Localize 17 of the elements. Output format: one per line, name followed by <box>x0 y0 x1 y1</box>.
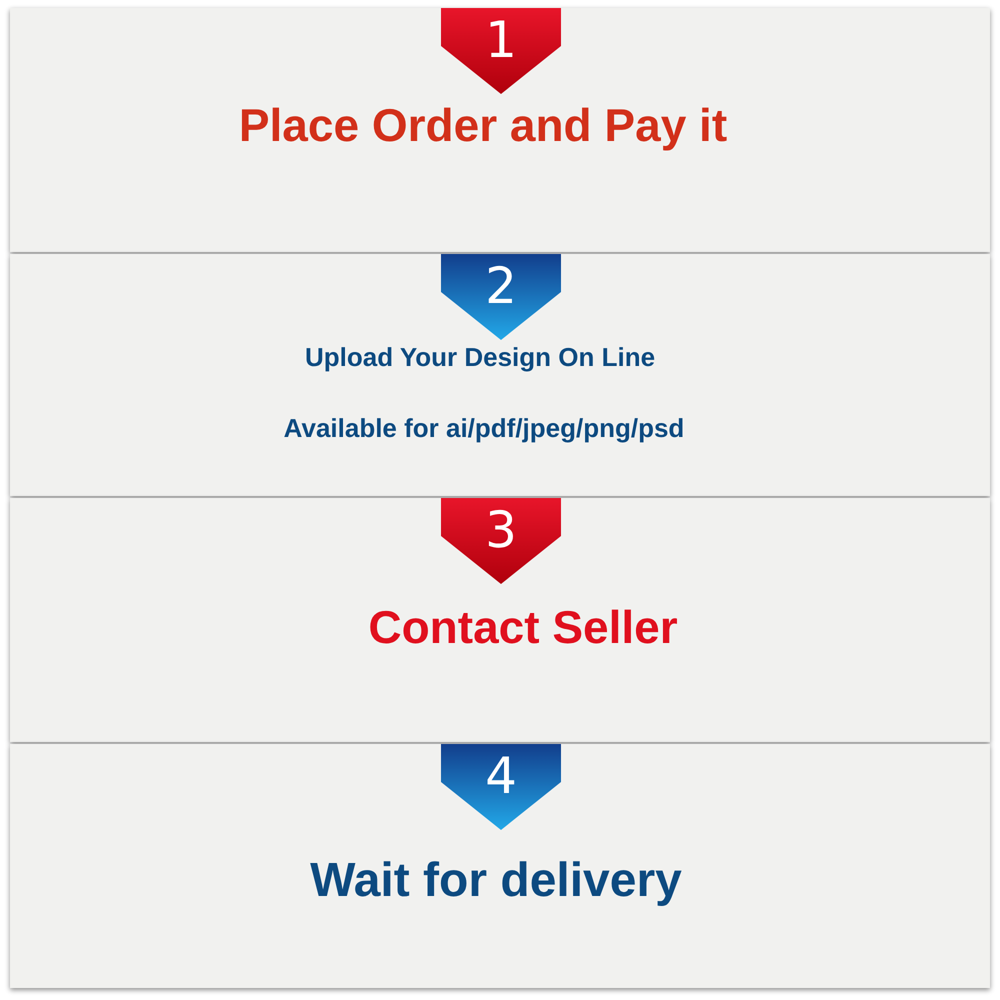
step-badge <box>441 254 561 340</box>
step-badge <box>441 744 561 830</box>
step-number: 2 <box>484 258 518 314</box>
step-panel <box>10 254 990 496</box>
step-title: Place Order and Pay it <box>238 98 728 152</box>
step-badge <box>441 498 561 584</box>
step-number: 1 <box>484 12 518 68</box>
step-title: Contact Seller <box>368 600 678 654</box>
step-title: Upload Your Design On Line <box>304 342 656 374</box>
step-number: 3 <box>484 502 518 558</box>
step-panel <box>10 8 990 252</box>
step-note: Available for ai/pdf/jpeg/png/psd <box>284 413 684 444</box>
step-panel <box>10 744 990 988</box>
step-title: Wait for delivery <box>310 853 682 908</box>
step-badge <box>441 8 561 94</box>
step-number: 4 <box>484 748 518 804</box>
step-panel <box>10 498 990 742</box>
